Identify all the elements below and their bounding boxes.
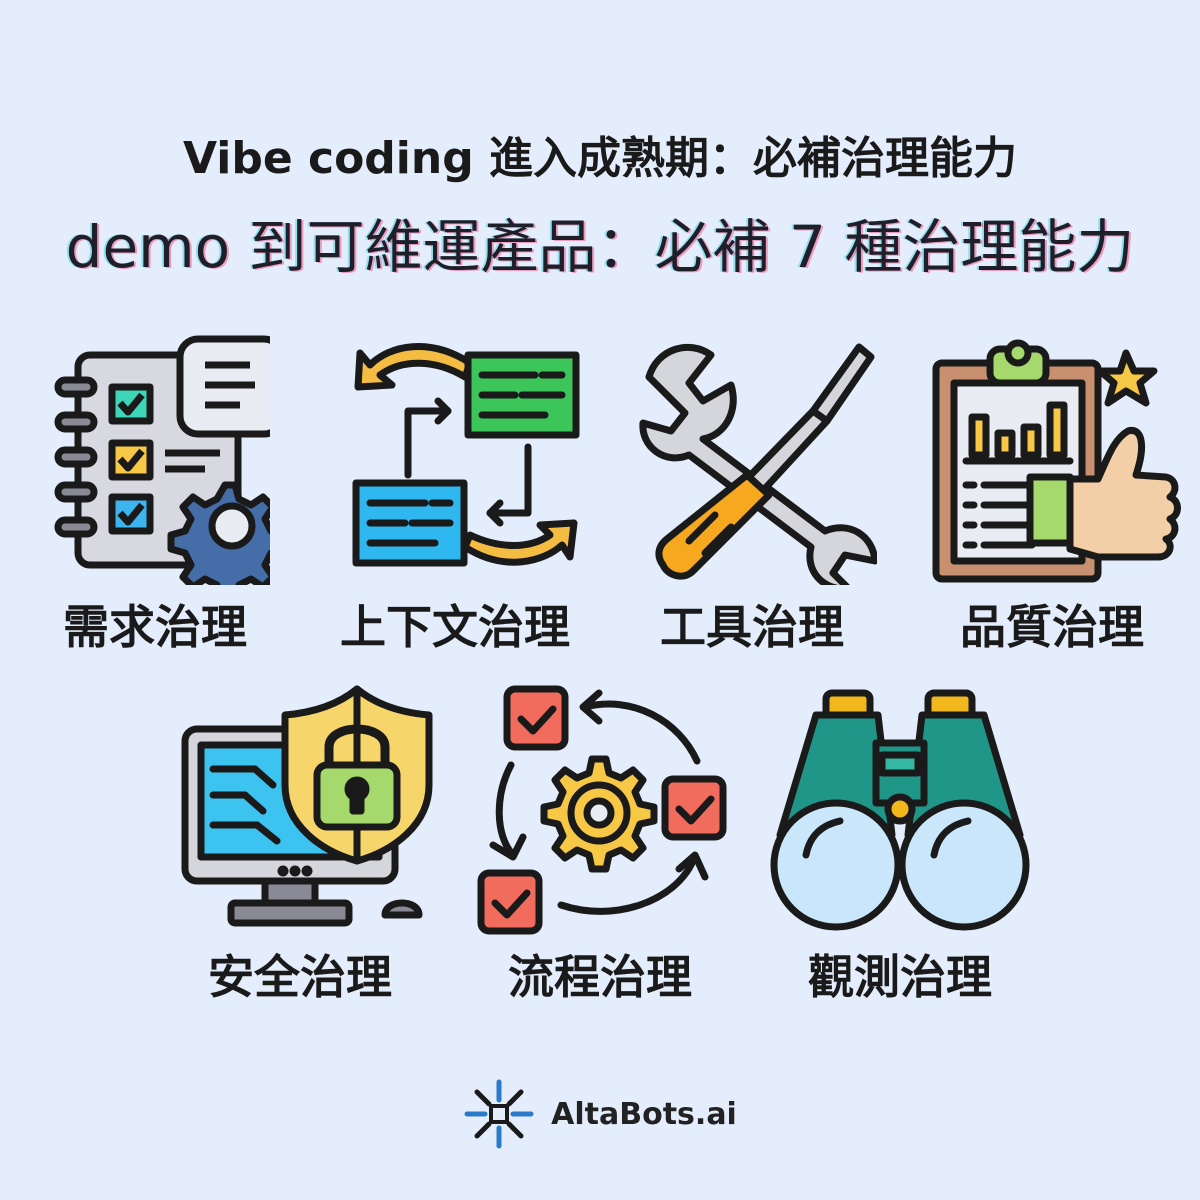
item-label: 工具治理	[660, 600, 844, 654]
item-security: 安全治理	[160, 685, 440, 1007]
item-requirements: 需求治理	[15, 335, 295, 657]
item-label: 上下文治理	[340, 600, 570, 654]
wrench-screwdriver-icon	[639, 343, 877, 585]
requirements-checklist-gear-icon	[54, 335, 270, 585]
brand-name: AltaBots.ai	[551, 1096, 737, 1132]
binoculars-icon	[770, 689, 1030, 931]
footer-brand: AltaBots.ai	[0, 1078, 1200, 1150]
item-quality: 品質治理	[912, 335, 1192, 657]
context-exchange-arrows-icon	[352, 343, 580, 567]
altabots-logo-icon	[464, 1079, 534, 1149]
item-label: 流程治理	[508, 950, 692, 1004]
item-context: 上下文治理	[315, 335, 595, 657]
page-subtitle: demo 到可維運產品：必補 7 種治理能力	[65, 213, 1135, 281]
item-label: 需求治理	[63, 600, 247, 654]
item-observability: 觀測治理	[760, 685, 1040, 1007]
item-label: 安全治理	[208, 950, 392, 1004]
item-process: 流程治理	[460, 685, 740, 1007]
gear-cycle-checkboxes-icon	[477, 685, 727, 935]
item-label: 觀測治理	[808, 950, 992, 1004]
page-title: Vibe coding 進入成熟期：必補治理能力	[182, 133, 1018, 184]
monitor-shield-lock-icon	[181, 685, 433, 927]
item-label: 品質治理	[960, 600, 1144, 654]
item-tools: 工具治理	[612, 335, 892, 657]
clipboard-chart-thumbs-up-icon	[932, 339, 1181, 583]
